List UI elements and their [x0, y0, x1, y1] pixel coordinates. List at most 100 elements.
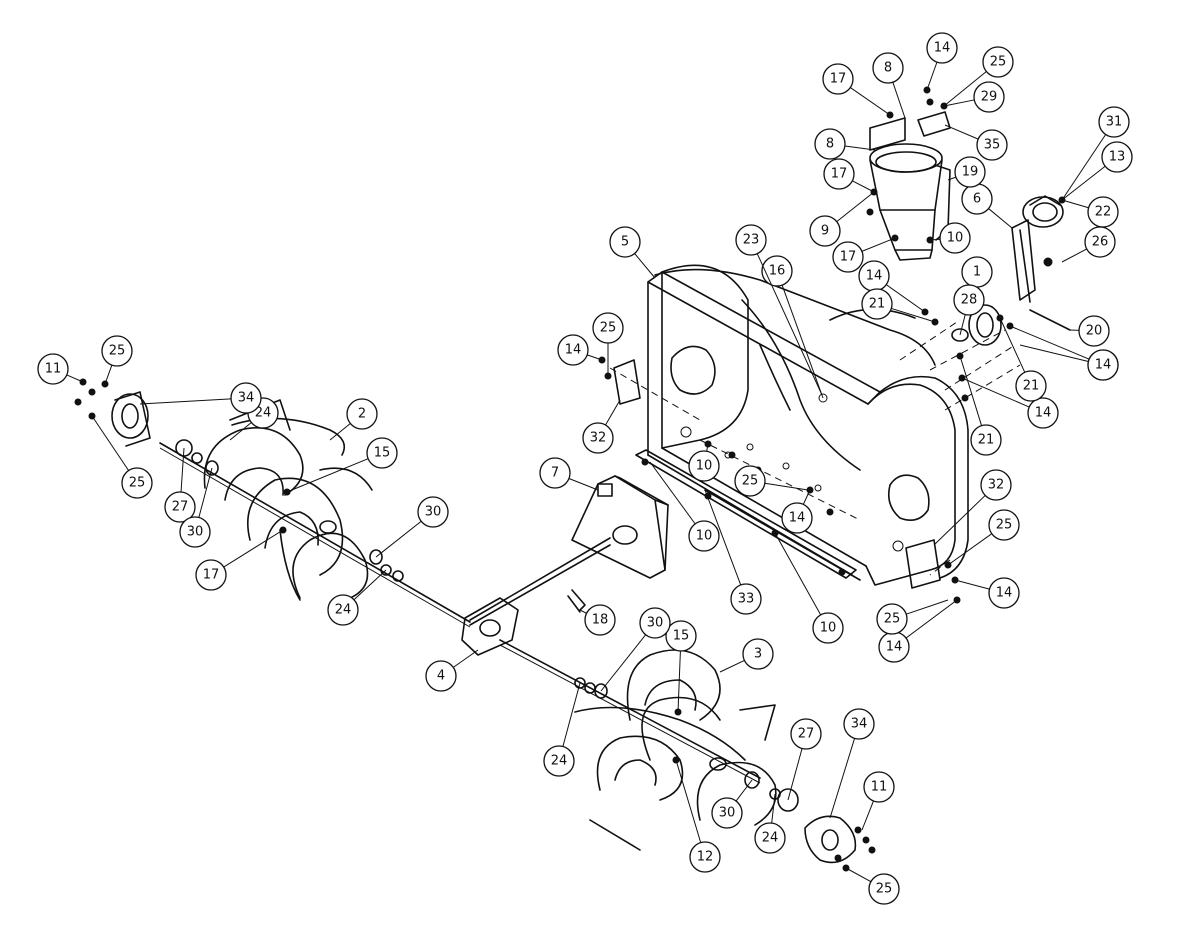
callout-circle	[863, 771, 895, 803]
callout-circle	[711, 797, 743, 829]
housing-fasteners	[641, 440, 846, 576]
callout-label: 14	[1035, 406, 1052, 421]
callout-14: 14	[557, 334, 603, 366]
leader-line	[649, 461, 696, 525]
leader-line	[1061, 199, 1089, 209]
left-end-bearing-parts	[74, 378, 404, 582]
callout-circle	[790, 718, 822, 750]
leader-line	[139, 398, 232, 405]
callout-26: 26	[1061, 226, 1116, 263]
callout-label: 29	[981, 90, 998, 105]
callout-label: 25	[990, 55, 1007, 70]
callout-circle	[734, 465, 766, 497]
callout-circle	[843, 708, 875, 740]
callout-label: 23	[743, 233, 760, 248]
leader-line	[1061, 248, 1087, 263]
leader-line	[286, 458, 369, 493]
leader-line	[579, 609, 587, 614]
callout-circle	[730, 583, 762, 615]
leader-line	[1061, 134, 1107, 201]
callout-label: 4	[437, 669, 445, 684]
callout-7: 7	[539, 457, 599, 491]
callout-label: 25	[876, 882, 893, 897]
callout-circle	[814, 128, 846, 160]
callout-label: 14	[886, 640, 903, 655]
callout-19: 19	[947, 156, 986, 188]
callout-15: 15	[665, 620, 697, 713]
callout-circle	[926, 32, 958, 64]
callout-label: 35	[984, 138, 1001, 153]
callout-2: 2	[329, 398, 378, 441]
callout-10: 10	[774, 532, 844, 644]
callout-label: 15	[673, 629, 690, 644]
callout-label: 27	[798, 727, 815, 742]
callout-31: 31	[1061, 106, 1130, 201]
callout-label: 14	[1095, 358, 1112, 373]
callout-circle	[688, 520, 720, 552]
callout-circle	[543, 745, 575, 777]
callout-circle	[1027, 397, 1059, 429]
callout-circle	[982, 46, 1014, 78]
callout-label: 30	[647, 616, 664, 631]
callout-27: 27	[164, 447, 196, 523]
callout-label: 33	[738, 592, 755, 607]
callout-label: 14	[866, 269, 883, 284]
callout-circle	[179, 516, 211, 548]
leader-line	[634, 253, 656, 279]
callout-label: 21	[869, 297, 886, 312]
callout-label: 30	[425, 505, 442, 520]
callout-circle	[689, 841, 721, 873]
callout-30: 30	[711, 779, 753, 829]
callout-34: 34	[139, 382, 262, 414]
callout-18: 18	[579, 604, 616, 636]
leader-line	[850, 87, 891, 116]
leader-line	[706, 443, 709, 452]
auger-gearbox	[469, 475, 669, 626]
callout-14: 14	[954, 577, 1020, 609]
leader-line	[959, 355, 983, 426]
leader-line	[104, 364, 113, 385]
callout-14: 14	[926, 32, 958, 91]
callout-label: 10	[696, 459, 713, 474]
callout-label: 3	[754, 647, 762, 662]
callout-25: 25	[845, 867, 900, 905]
callout-circle	[37, 353, 69, 385]
callout-25: 25	[734, 465, 809, 497]
callout-16: 16	[761, 255, 824, 399]
callout-circle	[121, 467, 153, 499]
leader-line	[891, 307, 936, 323]
callout-17: 17	[195, 529, 284, 591]
callout-5: 5	[609, 226, 656, 279]
callout-circle	[754, 822, 786, 854]
callout-circle	[327, 594, 359, 626]
callout-label: 25	[109, 344, 126, 359]
callout-circle	[1015, 370, 1047, 402]
callout-14: 14	[781, 489, 813, 534]
callout-label: 32	[590, 431, 607, 446]
callout-14: 14	[878, 599, 958, 663]
leader-line	[947, 176, 957, 181]
callout-circle	[742, 638, 774, 670]
callout-circle	[1098, 106, 1130, 138]
leader-line	[781, 284, 824, 399]
callout-8: 8	[814, 128, 876, 160]
callout-label: 27	[172, 500, 189, 515]
callout-32: 32	[933, 469, 1012, 546]
callout-8: 8	[872, 52, 906, 119]
callout-label: 8	[884, 61, 892, 76]
callout-label: 11	[45, 362, 62, 377]
callout-circle	[980, 469, 1012, 501]
callout-25: 25	[91, 415, 153, 499]
callout-label: 32	[988, 478, 1005, 493]
callout-25: 25	[101, 335, 133, 385]
leader-line	[852, 180, 875, 193]
callout-30: 30	[375, 496, 449, 558]
callout-circle	[976, 129, 1008, 161]
callout-label: 25	[996, 518, 1013, 533]
callout-17: 17	[822, 63, 891, 116]
leader-line	[562, 682, 581, 747]
callout-label: 10	[696, 529, 713, 544]
callout-circle	[1084, 226, 1116, 258]
leader-line	[774, 532, 822, 616]
callout-circle	[822, 63, 854, 95]
